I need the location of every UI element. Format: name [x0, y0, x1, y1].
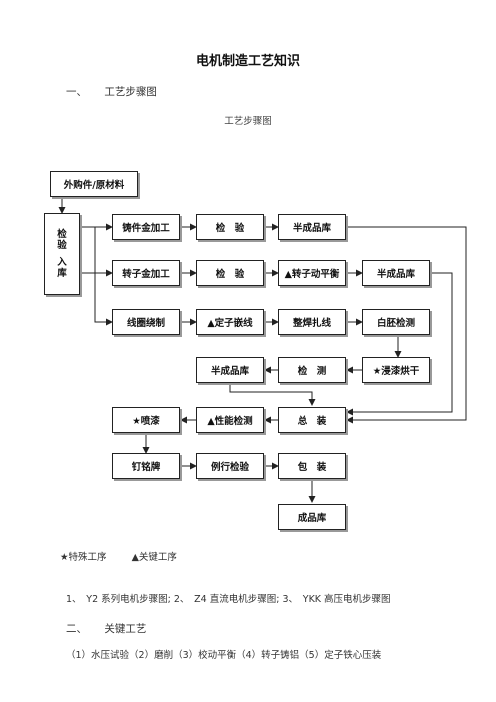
legend: ★特殊工序 ▲关键工序: [60, 549, 199, 563]
box-routine-inspection: 例行检验: [196, 453, 264, 479]
box-semi-finished-store-3: 半成品库: [196, 357, 264, 383]
box-rotor-balancing: ▲转子动平衡: [278, 260, 346, 286]
inspection-char-3: 入: [57, 257, 67, 268]
key-process-list: （1）水压试验（2）磨削（3）校动平衡（4）转子铸铝（5）定子铁心压装: [66, 650, 382, 661]
section-title: 工艺步骤图: [104, 86, 157, 98]
box-welding-binding: 整焊扎线: [278, 309, 346, 335]
box-nameplate: 钉铭牌: [112, 453, 180, 479]
box-rotor-machining: 转子金加工: [112, 260, 180, 286]
box-stator-embedding: ▲定子嵌线: [196, 309, 264, 335]
inspection-char-4: 库: [57, 268, 67, 279]
inspection-char-2: 验: [57, 240, 67, 251]
inspection-char-1: 检: [57, 229, 67, 240]
legend-special: ★特殊工序: [60, 552, 107, 563]
section-number: 一、: [66, 86, 87, 98]
box-casting-machining: 铸件金加工: [112, 214, 180, 240]
diagram-caption: 工艺步骤图: [224, 116, 272, 127]
box-coil-winding: 线圈绕制: [112, 309, 180, 335]
box-spray-paint: ★喷漆: [112, 407, 180, 433]
box-semi-finished-store-1: 半成品库: [278, 214, 346, 240]
box-blank-inspection: 白胚检测: [362, 309, 430, 335]
box-packaging: 包 装: [278, 453, 346, 479]
section-title: 关键工艺: [104, 623, 147, 635]
box-final-assembly: 总 装: [278, 407, 346, 433]
box-inspection-1: 检 验: [196, 214, 264, 240]
legend-key: ▲关键工序: [131, 552, 177, 563]
box-performance-test: ▲性能检测: [196, 407, 264, 433]
section-heading-2: 二、 关键工艺: [66, 621, 146, 636]
section-heading-1: 一、 工艺步骤图: [66, 84, 157, 99]
section-number: 二、: [66, 623, 87, 635]
box-finished-store: 成品库: [278, 504, 346, 530]
process-list: 1、 Y2 系列电机步骤图; 2、 Z4 直流电机步骤图; 3、 YKK 高压电…: [66, 594, 391, 605]
box-inspection-warehousing: 检 验 入 库: [44, 213, 80, 295]
box-raw-materials: 外购件/原材料: [50, 171, 138, 197]
box-testing: 检 测: [278, 357, 346, 383]
page-title: 电机制造工艺知识: [195, 54, 300, 69]
box-inspection-2: 检 验: [196, 260, 264, 286]
box-varnish-baking: ★浸漆烘干: [362, 357, 430, 383]
box-semi-finished-store-2: 半成品库: [362, 260, 430, 286]
